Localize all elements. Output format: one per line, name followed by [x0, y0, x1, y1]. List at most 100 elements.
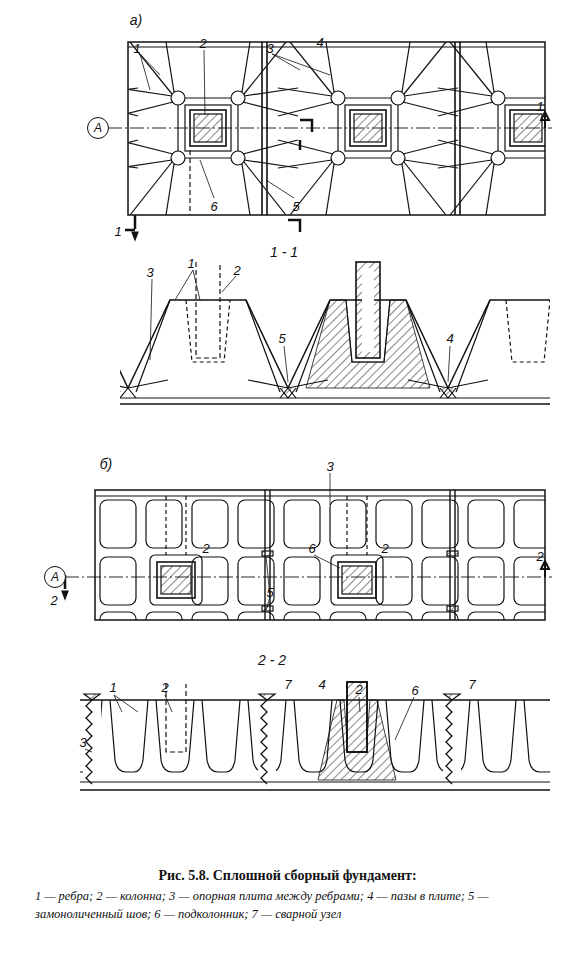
stroke [345, 157, 391, 158]
callout-number: 2 [355, 683, 362, 696]
plate-cell [284, 557, 320, 605]
callout-number: 4 [318, 678, 325, 691]
callout-number: 2 [233, 264, 240, 277]
plate-cell [100, 612, 136, 620]
callout-number: 3 [326, 460, 333, 473]
callout-number: 7 [468, 678, 475, 691]
plate-cell [284, 612, 320, 620]
figure-caption: Рис. 5.8. Сплошной сборный фундамент: [20, 868, 555, 884]
groove-joint [446, 700, 452, 784]
stroke [243, 140, 298, 154]
column-section [342, 566, 372, 594]
callout-number: 2 [536, 550, 543, 563]
rib-node [491, 91, 505, 105]
plate-cell [422, 557, 458, 605]
stroke [438, 140, 493, 154]
rib-node [391, 151, 405, 165]
stroke [128, 102, 173, 116]
stroke [185, 157, 231, 158]
stroke [288, 388, 448, 398]
rib-node [231, 91, 245, 105]
rib-profile [128, 300, 288, 388]
plate-cell [238, 612, 274, 620]
plate-cell [192, 612, 228, 620]
callout-number: 7 [284, 678, 291, 691]
rib-node [491, 151, 505, 165]
section-1-1 [0, 262, 575, 404]
stroke [120, 380, 128, 388]
stroke [244, 42, 286, 94]
rib-node [231, 151, 245, 165]
plate-cell [330, 612, 366, 620]
stroke [402, 164, 410, 215]
callout-number: 3 [266, 42, 273, 55]
plate-cell [376, 612, 412, 620]
callout-number: 1 [109, 681, 116, 694]
stroke [326, 164, 334, 215]
stroke [497, 105, 498, 151]
plate-cell [100, 500, 136, 548]
stroke [128, 140, 138, 154]
stroke [403, 102, 458, 116]
stroke [130, 162, 172, 215]
joint [440, 388, 456, 398]
stroke [128, 388, 288, 398]
axis-letter: А [94, 121, 102, 135]
stroke [338, 562, 376, 598]
plate-cell [422, 500, 458, 548]
stroke [448, 388, 550, 398]
rib-profile [448, 300, 550, 388]
stroke [128, 102, 138, 116]
stroke [278, 160, 332, 168]
plate-cell [514, 557, 545, 605]
stroke [450, 162, 492, 215]
callout-number: 1 [133, 42, 140, 55]
plate-cell [100, 557, 136, 605]
column [356, 262, 380, 358]
weld-node [444, 694, 460, 700]
stroke [326, 42, 334, 92]
rib-profile [120, 300, 128, 388]
plate-cell [330, 500, 366, 548]
plate-cell [146, 612, 182, 620]
rib-profile [478, 700, 516, 772]
stroke [402, 42, 410, 92]
weld-node [84, 694, 100, 700]
callout-number: 6 [308, 542, 315, 555]
rib-node [171, 91, 185, 105]
stroke [278, 140, 333, 154]
stroke [505, 157, 545, 158]
stroke [185, 97, 231, 98]
rib-profile [156, 700, 194, 772]
axis-marker: А [87, 117, 109, 139]
stroke [120, 388, 128, 398]
callout-number: 3 [79, 736, 86, 749]
callout-number: 2 [381, 542, 388, 555]
stroke [448, 380, 550, 388]
plan-b [62, 473, 552, 640]
rib-profile [202, 700, 240, 772]
rib-profile [524, 700, 550, 772]
stroke [450, 42, 492, 94]
stroke [166, 496, 186, 555]
callout-number: 1 [187, 257, 194, 270]
socket [186, 300, 230, 362]
column-hidden [196, 262, 220, 358]
stroke [486, 42, 494, 92]
view-title: б) [100, 457, 113, 471]
stroke [166, 164, 174, 215]
view-title: 1 - 1 [270, 245, 298, 259]
axis-marker: А [44, 566, 66, 588]
section-2-2 [64, 682, 562, 790]
plan-a [0, 42, 575, 240]
plate-cell [514, 500, 545, 548]
stroke [242, 164, 250, 215]
plate-cell [376, 557, 412, 605]
stroke [243, 102, 298, 116]
stroke [438, 88, 492, 96]
groove-joint [86, 700, 92, 784]
stroke [166, 42, 174, 92]
column-hidden [166, 684, 186, 752]
